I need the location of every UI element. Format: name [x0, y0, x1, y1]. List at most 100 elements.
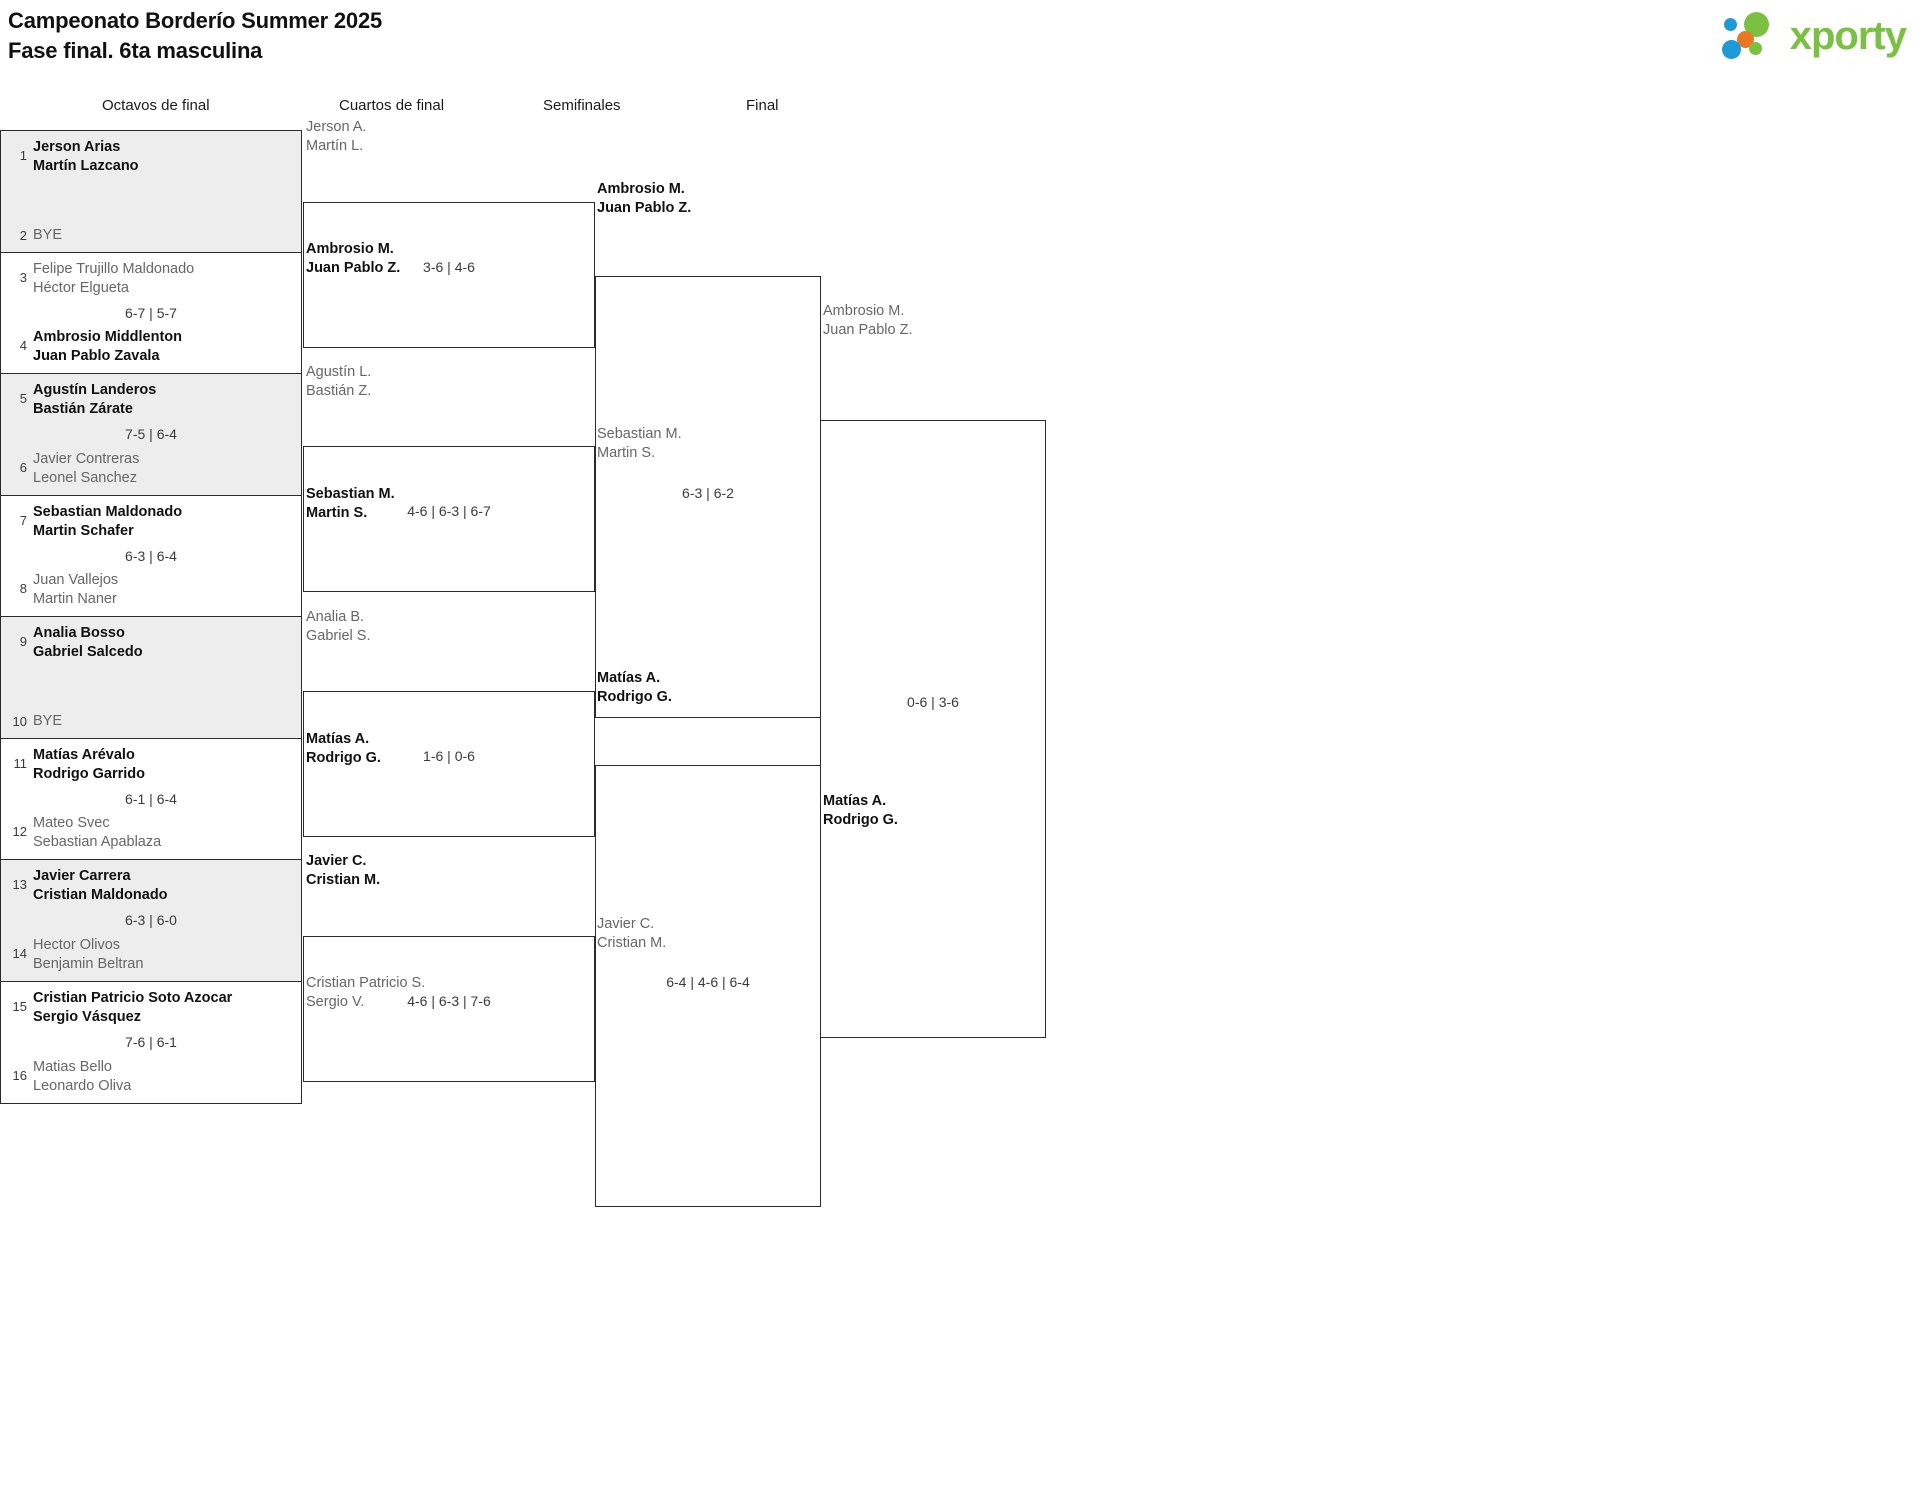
sf-2-bottom-team: Javier C.Cristian M.	[597, 916, 667, 951]
r16-match-5-bottom-slot[interactable]: 10 BYE	[1, 712, 301, 731]
match-score: 6-3 | 6-0	[125, 912, 177, 929]
qf-4-top-team: Javier C.Cristian M.	[306, 853, 381, 888]
logo-wordmark: xporty	[1789, 14, 1907, 58]
qf-match-4-box[interactable]: 4-6 | 6-3 | 7-6	[303, 936, 595, 1082]
seed-number: 11	[13, 755, 28, 771]
seed-number: 8	[19, 581, 27, 596]
r16-match-1-bottom-slot[interactable]: 2 BYE	[1, 226, 301, 245]
match-score: 6-3 | 6-2	[682, 485, 734, 501]
logo-dot-blue-large	[1721, 40, 1741, 59]
match-score: 6-1 | 6-4	[125, 790, 177, 807]
tournament-subtitle: Fase final. 6ta masculina	[8, 38, 263, 63]
final-top-team: Ambrosio M.Juan Pablo Z.	[823, 303, 913, 338]
match-score: 7-5 | 6-4	[125, 426, 177, 443]
logo-dot-blue-small	[1723, 18, 1737, 31]
final-bottom-team-champion: Matías A.Rodrigo G.	[823, 793, 898, 828]
seed-number: 6	[19, 459, 27, 475]
match-score: 6-7 | 5-7	[125, 304, 177, 321]
sf-1-top-team: Ambrosio M.Juan Pablo Z.	[597, 181, 692, 216]
round-header-semifinales: Semifinales	[543, 97, 621, 114]
seed-number: 13	[12, 877, 27, 892]
sf-match-2-box[interactable]: 6-4 | 4-6 | 6-4	[595, 765, 821, 1207]
seed-number: 5	[19, 391, 27, 406]
bye-label: BYE	[33, 712, 63, 729]
seed-number: 12	[12, 824, 27, 839]
qf-1-bottom-team: Ambrosio M.Juan Pablo Z.	[306, 241, 401, 276]
final-match-box[interactable]: 0-6 | 3-6	[820, 420, 1046, 1038]
seed-number: 3	[19, 269, 27, 285]
seed-number: 9	[19, 634, 27, 649]
sf-match-1-box[interactable]: 6-3 | 6-2	[595, 276, 821, 718]
qf-match-3-box[interactable]: 1-6 | 0-6	[303, 691, 595, 837]
qf-2-bottom-team: Sebastian M.Martin S.	[306, 486, 395, 521]
qf-3-bottom-team: Matías A.Rodrigo G.	[306, 731, 381, 766]
title-block: Campeonato Borderío Summer 2025 Fase fin…	[8, 6, 382, 66]
logo-dot-green-small	[1748, 42, 1762, 55]
seed-number: 15	[12, 998, 27, 1014]
seed-number: 10	[12, 713, 27, 729]
match-score: 6-3 | 6-4	[125, 547, 177, 564]
qf-match-2-box[interactable]: 4-6 | 6-3 | 6-7	[303, 446, 595, 592]
tournament-title: Campeonato Borderío Summer 2025	[8, 8, 383, 33]
round-header-cuartos: Cuartos de final	[339, 97, 445, 114]
match-score: 6-4 | 4-6 | 6-4	[666, 974, 750, 990]
match-score: 3-6 | 4-6	[423, 259, 475, 275]
seed-number: 16	[12, 1068, 27, 1083]
sf-1-bottom-team: Sebastian M.Martin S.	[597, 426, 682, 461]
seed-number: 14	[12, 945, 27, 961]
match-score: 7-6 | 6-1	[125, 1034, 177, 1051]
qf-4-bottom-team: Cristian Patricio S.Sergio V.	[306, 975, 426, 1010]
seed-number: 7	[19, 512, 27, 528]
round-header-octavos: Octavos de final	[102, 97, 210, 114]
match-score: 0-6 | 3-6	[907, 694, 959, 710]
bye-label: BYE	[33, 226, 63, 243]
seed-number: 4	[19, 338, 27, 353]
qf-match-1-box[interactable]: 3-6 | 4-6	[303, 202, 595, 348]
seed-number: 1	[19, 148, 27, 163]
seed-number: 2	[19, 227, 27, 243]
xporty-logo[interactable]: xporty	[1721, 8, 1907, 64]
logo-dots-icon	[1721, 10, 1786, 62]
match-score: 1-6 | 0-6	[423, 748, 475, 764]
sf-2-top-team: Matías A.Rodrigo G.	[597, 670, 672, 705]
match-score: 4-6 | 6-3 | 6-7	[407, 503, 491, 519]
page-header: Campeonato Borderío Summer 2025 Fase fin…	[0, 0, 1920, 90]
